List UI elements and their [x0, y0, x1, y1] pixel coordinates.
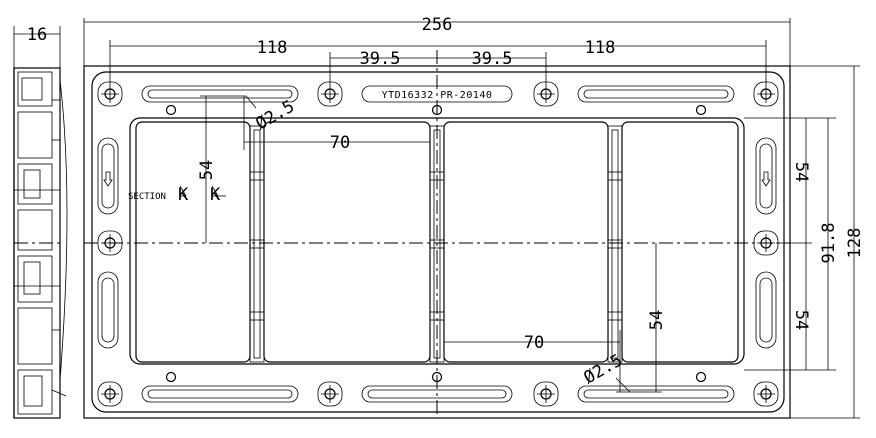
dim-overall-width: 256: [422, 15, 453, 35]
section-letter-left: K: [178, 185, 189, 205]
dimension-lines: [83, 18, 860, 419]
mounting-holes: [97, 81, 779, 407]
dim-overall-height: 128: [845, 228, 865, 259]
dim-side-thickness: 16: [27, 25, 47, 45]
dim-hole-span-left: 118: [257, 38, 288, 58]
dim-cell-height-left: 54: [197, 160, 217, 180]
side-view: 16: [13, 25, 68, 419]
dim-cell-width-bottom: 70: [524, 333, 544, 353]
dim-cell-height-right-bottom: 54: [647, 310, 667, 330]
section-label: SECTION: [128, 192, 166, 202]
dim-hole-diameter-bottom: Ø2.5: [581, 351, 626, 389]
dim-cell-width-top: 70: [330, 133, 350, 153]
dim-center-offset-right: 39.5: [472, 49, 513, 69]
cell-dividers: [249, 125, 623, 363]
dim-right-lower: 54: [791, 310, 811, 330]
dim-inner-height: 91.8: [819, 223, 839, 264]
front-view: YTD16332 PR-20140: [83, 50, 791, 419]
dim-center-offset-left: 39.5: [360, 49, 401, 69]
dim-right-upper: 54: [791, 162, 811, 182]
section-letter-right: K: [210, 185, 221, 205]
dim-hole-span-right: 118: [585, 38, 616, 58]
